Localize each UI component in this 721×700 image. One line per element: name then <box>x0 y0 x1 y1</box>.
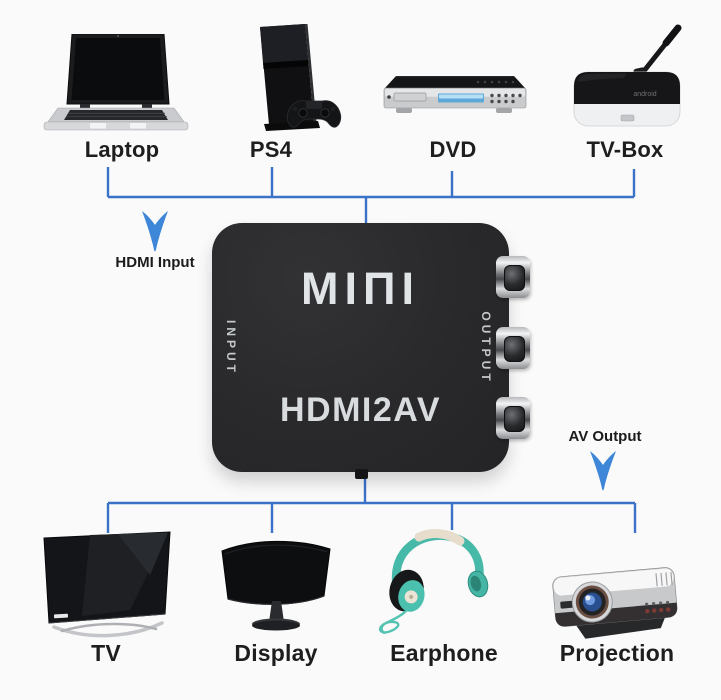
converter-brand-logo: MIΠI <box>301 263 420 314</box>
label-tv-box: TV-Box <box>586 137 664 162</box>
av-output-label: AV Output <box>568 428 642 445</box>
bottom-bus-lines <box>106 478 637 533</box>
tv-box-front-text: android <box>633 91 656 98</box>
label-tv: TV <box>91 640 121 666</box>
rca-connector-top <box>496 256 530 298</box>
converter-input-label: INPUT <box>224 319 238 376</box>
ps4-image <box>226 22 346 136</box>
laptop-image <box>38 34 194 138</box>
converter-output-label: OUTPUT <box>479 310 493 385</box>
earphone-image <box>372 527 500 639</box>
label-ps4: PS4 <box>249 137 293 162</box>
label-display: Display <box>234 640 318 666</box>
top-bus-lines <box>106 167 636 224</box>
av-output-arrow-icon <box>590 451 616 491</box>
tv-box-image: android <box>566 12 696 130</box>
display-monitor-image <box>217 536 335 636</box>
rca-connector-middle <box>496 327 530 369</box>
label-earphone: Earphone <box>390 640 498 666</box>
rca-hole <box>504 406 525 432</box>
rca-hole <box>504 265 525 291</box>
label-projection: Projection <box>559 640 675 666</box>
converter-box: MIΠI INPUT OUTPUT HDMI2AV <box>212 223 509 479</box>
projector-image <box>540 550 690 642</box>
converter-switch-notch <box>355 469 368 479</box>
hdmi-input-label: HDMI Input <box>115 254 195 271</box>
converter-model-label: HDMI2AV <box>280 391 441 429</box>
hdmi-input-arrow-icon <box>142 211 168 252</box>
rca-hole <box>504 336 525 362</box>
dvd-player-image <box>380 72 530 124</box>
label-dvd: DVD <box>429 137 477 162</box>
tv-image <box>38 530 178 646</box>
rca-connector-bottom <box>496 397 530 439</box>
label-laptop: Laptop <box>84 137 160 162</box>
